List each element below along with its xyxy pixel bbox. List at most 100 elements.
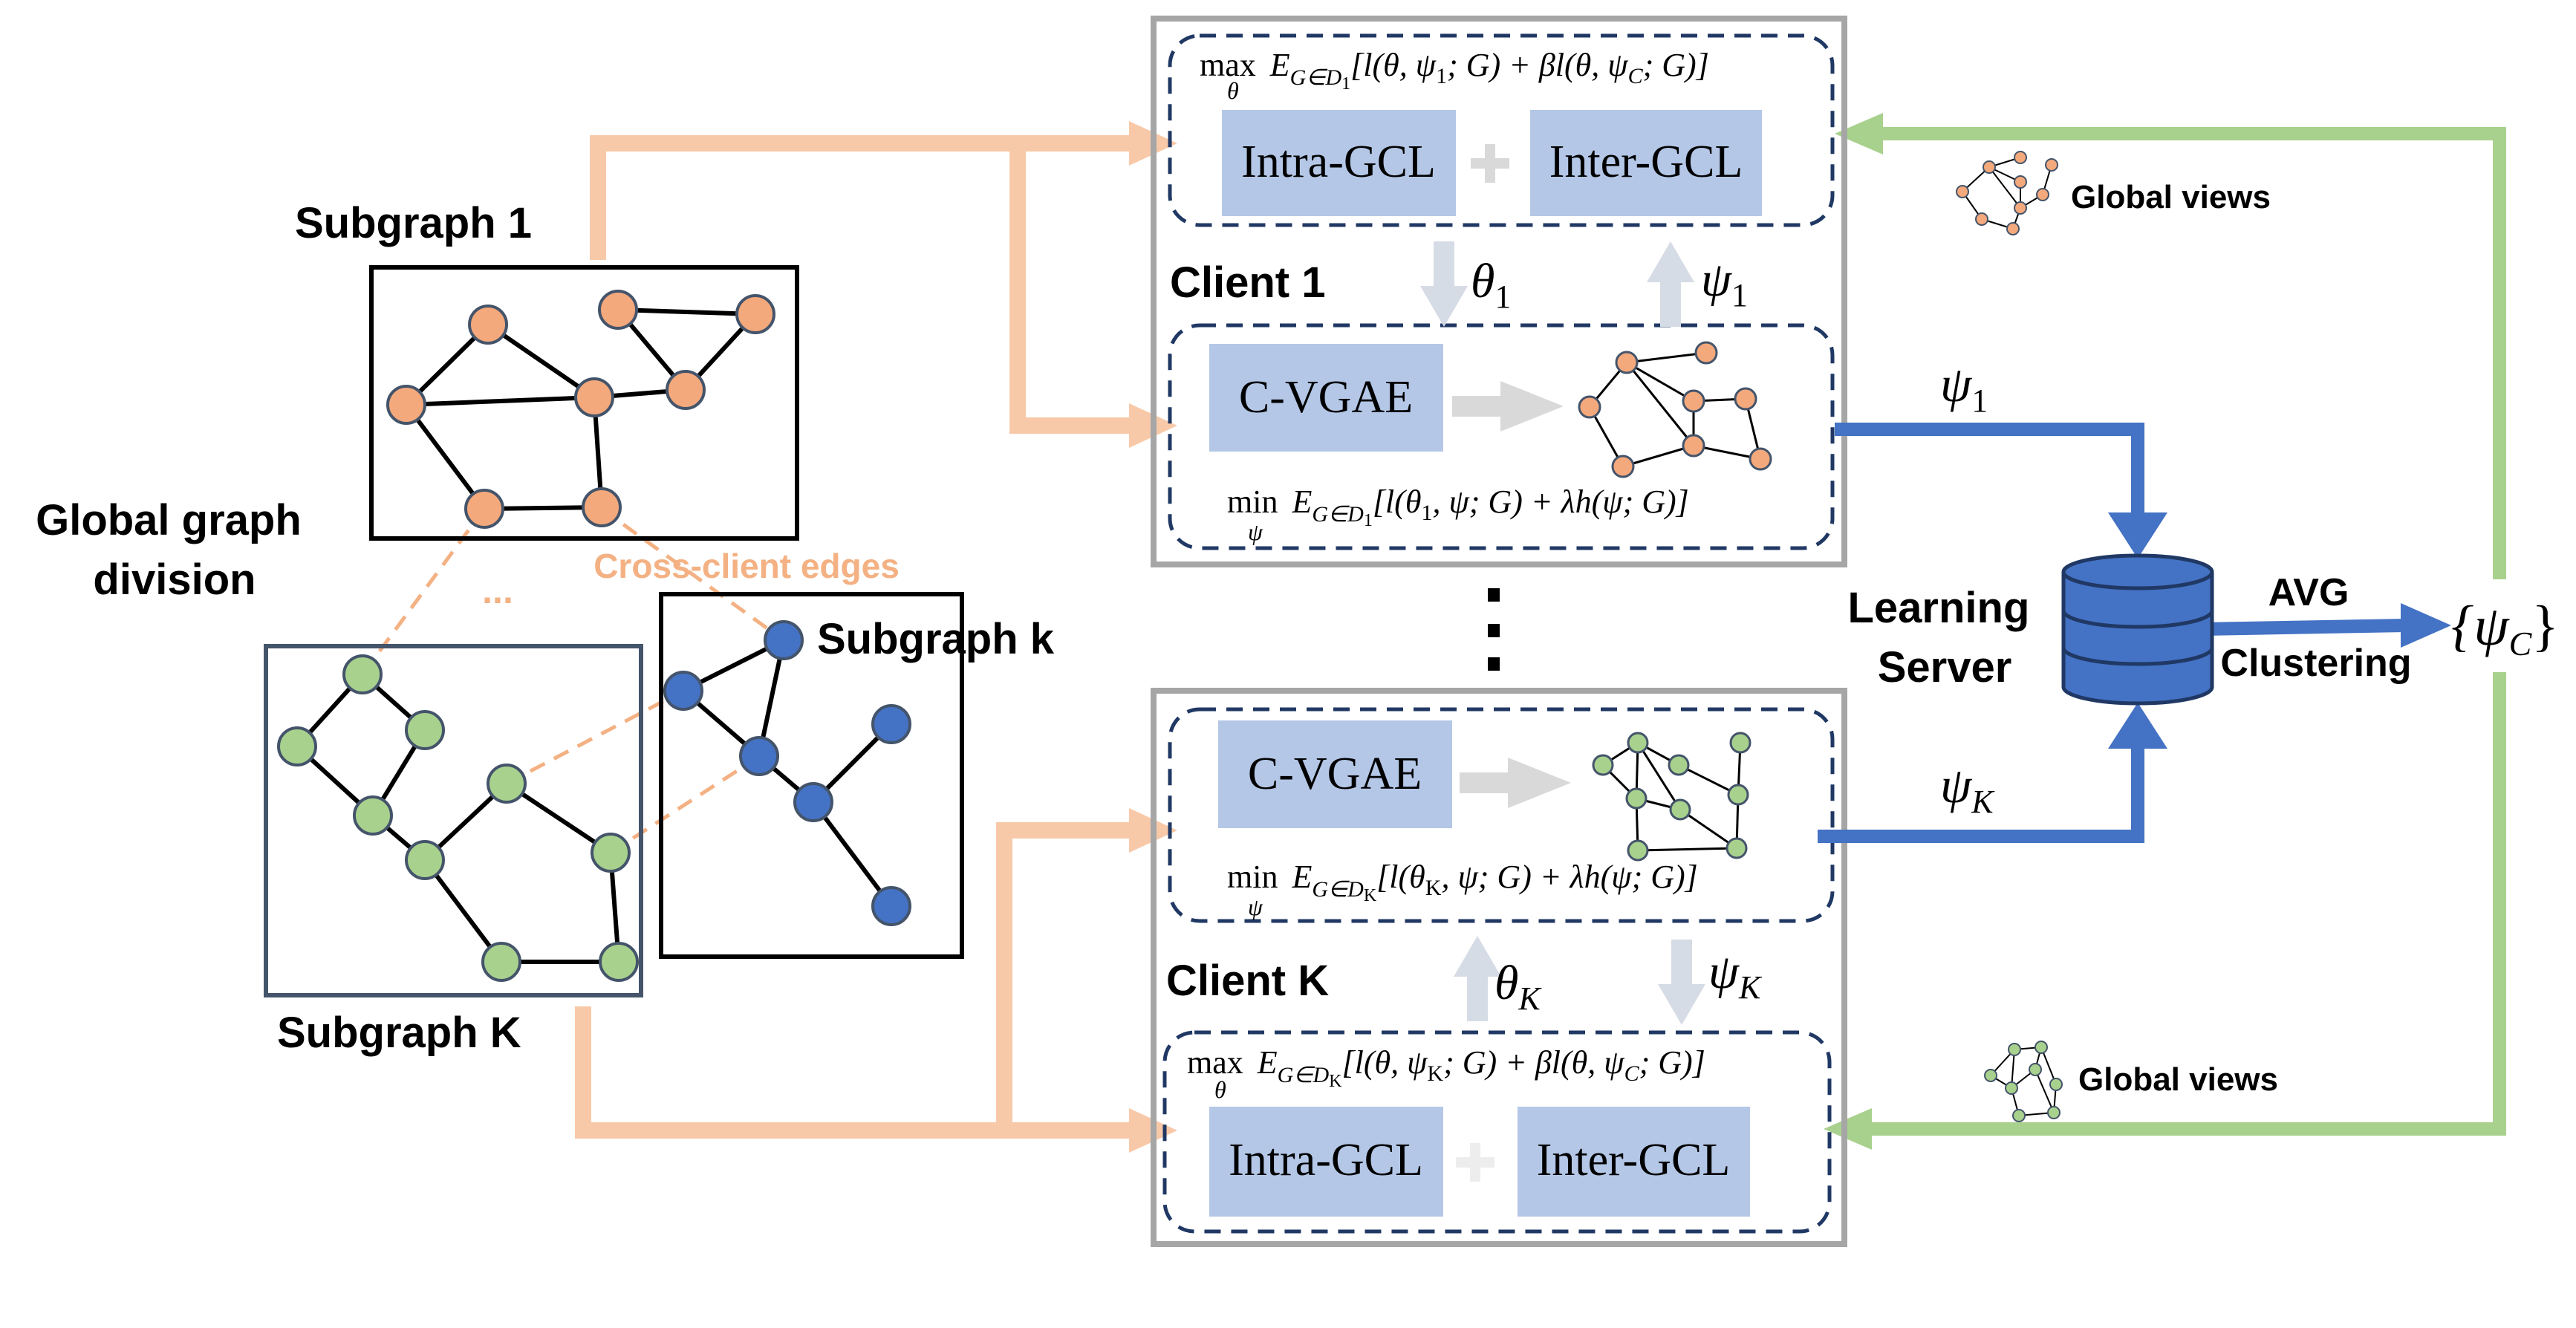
vertical-ellipsis [1488, 588, 1500, 671]
psi1-upload-label: ψ1 [1940, 356, 1988, 419]
sK-node [487, 764, 527, 804]
inter-gcl-k-box [1518, 1107, 1750, 1217]
s1-node [735, 294, 775, 334]
sK-node [481, 942, 521, 982]
cvgae-1-label: C-VGAE [1239, 372, 1413, 423]
s1-node [598, 290, 638, 330]
sK-node [591, 833, 631, 873]
green-arrowheads [1824, 113, 1883, 1150]
s1-node [582, 487, 622, 527]
client-k-max-theta-sub: θ [1214, 1076, 1226, 1103]
psi1-label-client: ψ1 [1701, 253, 1748, 313]
subgraph-K-box [264, 644, 643, 997]
s1-node [464, 489, 504, 529]
client-k-min-psi-sub: ψ [1248, 894, 1263, 920]
arrow-server-to-psic [2202, 619, 2407, 636]
subgraph-k-box [659, 592, 964, 959]
sK-node [405, 840, 445, 880]
client-1-box [1151, 16, 1847, 567]
sk-node [739, 736, 779, 776]
plus-icon-k [1456, 1143, 1494, 1182]
ellipsis-label: ... [482, 570, 513, 611]
arrow-psic-to-client1 [1879, 127, 2506, 579]
sk-node [793, 782, 833, 822]
theta1-down-arrow [1420, 241, 1468, 327]
sk-node [663, 671, 703, 711]
intra-gcl-1-box [1222, 110, 1456, 216]
psiK-upload-label: ψK [1940, 757, 1995, 820]
psiK-down-arrow [1658, 940, 1705, 1025]
inter-gcl-1-box [1530, 110, 1762, 216]
subgraph-1-graph [386, 290, 775, 529]
sK-node [599, 942, 639, 982]
subgraph-1-label: Subgraph 1 [295, 199, 532, 247]
client-k-gcl-panel [1162, 1030, 1832, 1234]
theta1-label: θ1 [1471, 254, 1511, 315]
intra-gcl-k-box [1209, 1107, 1443, 1217]
psi-c-label: {ψC} [2451, 595, 2559, 663]
cvgae-k-box [1218, 720, 1452, 828]
sk-node [871, 886, 911, 926]
cvgae-k-label: C-VGAE [1248, 749, 1422, 799]
client-k-label: Client K [1166, 957, 1329, 1005]
client-k-box [1151, 688, 1847, 1247]
orange-graph-icon [1956, 151, 2058, 235]
client-k-view-graph [1592, 732, 1752, 862]
sK-node [277, 726, 317, 766]
arrow-psiK-to-server [1818, 743, 2144, 843]
s1-node [386, 385, 426, 425]
sk-node [764, 620, 804, 660]
arrowhead-psic [2401, 603, 2451, 648]
cvgae-k-output-arrow [1460, 758, 1571, 808]
thetaK-up-arrow [1454, 936, 1501, 1021]
global-views-top-label: Global views [2071, 179, 2271, 215]
client-1-label: Client 1 [1170, 258, 1326, 307]
green-graph-icon [1984, 1041, 2063, 1122]
client-1-max-formula: max EG∈D1[l(θ, ψ1; G) + βl(θ, ψC; G)] [1200, 47, 1709, 94]
client-1-vgae-panel [1168, 323, 1835, 550]
client-1-gcl-panel [1168, 33, 1835, 227]
psi1-up-arrow [1647, 241, 1694, 327]
database-cylinder-icon [2061, 553, 2214, 706]
sK-node [353, 795, 393, 836]
s1-node [468, 305, 508, 345]
arrow-branch-to-cvgaeK [996, 822, 1129, 1130]
s1-node [574, 377, 614, 417]
global-graph-division-label: Global graph division [36, 496, 313, 604]
blue-arrowheads [2108, 512, 2451, 749]
arrow-psi1-to-server [1835, 423, 2144, 520]
arrow-psic-to-clientK [1868, 672, 2506, 1136]
client-1-max-theta-sub: θ [1227, 77, 1239, 104]
client-k-min-formula: min EG∈DK[l(θK, ψ; G) + λh(ψ; G)] [1227, 859, 1698, 905]
arrow-branch-to-cvgae1 [1009, 143, 1129, 434]
inter-gcl-k-label: Inter-GCL [1537, 1135, 1730, 1185]
arrowhead-green-top [1835, 113, 1883, 154]
client-k-max-formula: max EG∈DK[l(θ, ψK; G) + βl(θ, ψC; G)] [1187, 1044, 1705, 1091]
cvgae-1-box [1209, 344, 1443, 452]
sk-node [871, 704, 911, 744]
client-1-min-psi-sub: ψ [1248, 518, 1263, 545]
sK-node [405, 710, 445, 750]
subgraph-K-graph [277, 654, 639, 982]
client-1-view-graph [1578, 341, 1772, 478]
arrowhead-psi1 [2108, 512, 2167, 559]
cvgae-1-output-arrow [1452, 381, 1564, 432]
client-k-vgae-panel [1168, 707, 1835, 923]
psiK-label-client: ψK [1708, 945, 1763, 1006]
learning-server-label: Learning Server [1847, 584, 2041, 691]
intra-gcl-k-label: Intra-GCL [1229, 1135, 1423, 1185]
plus-icon-1 [1471, 144, 1509, 183]
inter-gcl-1-label: Inter-GCL [1549, 137, 1743, 187]
arrow-subgraph1-to-intra [590, 135, 1129, 260]
orange-input-arrows [575, 135, 1129, 1139]
global-views-bottom-label: Global views [2078, 1061, 2278, 1098]
arrowhead-psiK [2108, 703, 2167, 749]
clustering-label: Clustering [2220, 642, 2411, 685]
thetaK-label: θK [1494, 956, 1542, 1017]
subgraph-k-graph [663, 620, 911, 926]
arrow-subgraphK-to-intraK [575, 1006, 1129, 1139]
cross-client-edges-label: Cross-client edges [593, 547, 900, 585]
green-feedback-arrows [1868, 127, 2506, 1136]
client-1-min-formula: min EG∈D1[l(θ1, ψ; G) + λh(ψ; G)] [1227, 484, 1689, 530]
